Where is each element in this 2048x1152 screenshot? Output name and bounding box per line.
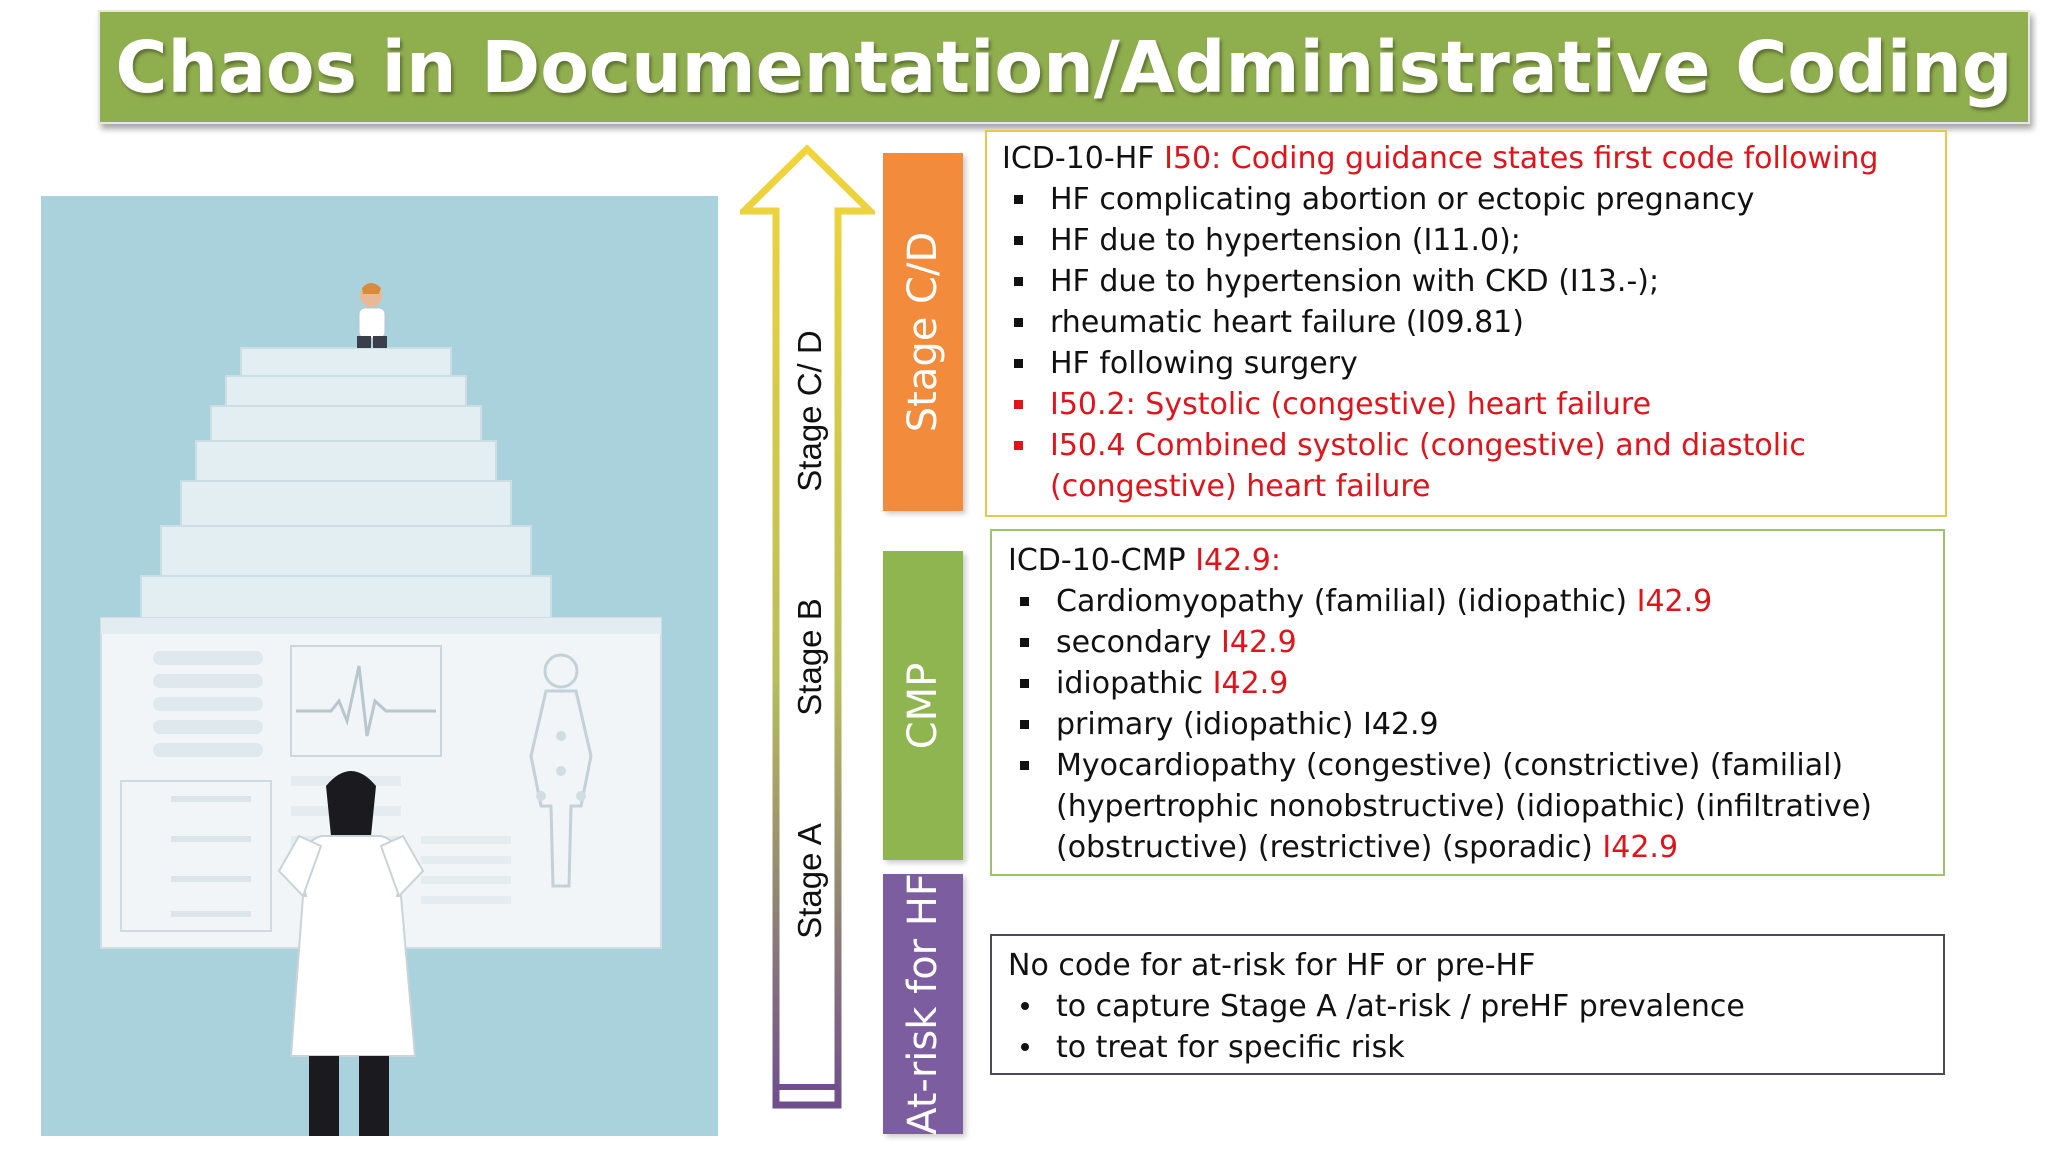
icd-hf-code: I50: Coding guidance states first code f…	[1164, 141, 1879, 176]
stage-cd-bar-label: Stage C/D	[900, 231, 946, 433]
list-item: HF following surgery	[1002, 343, 1931, 384]
page-title: Chaos in Documentation/Administrative Co…	[115, 25, 2013, 109]
list-item: secondary I42.9	[1008, 622, 1929, 663]
cmp-list: Cardiomyopathy (familial) (idiopathic) I…	[1008, 581, 1929, 868]
cmp-box-heading: ICD-10-CMP I42.9:	[1008, 540, 1929, 581]
arrow-label-stage-a: Stage A	[791, 823, 828, 939]
list-item: I50.4 Combined systolic (congestive) and…	[1002, 425, 1931, 507]
at-risk-bar-label: At-risk for HF	[900, 873, 946, 1135]
stage-cd-box: ICD-10-HF I50: Coding guidance states fi…	[985, 130, 1947, 517]
list-item: to treat for specific risk	[1008, 1027, 1929, 1068]
icd-cmp-code: I42.9:	[1195, 543, 1281, 578]
list-item: HF complicating abortion or ectopic preg…	[1002, 179, 1931, 220]
icd-cmp-label: ICD-10-CMP	[1008, 543, 1186, 578]
title-banner: Chaos in Documentation/Administrative Co…	[98, 10, 2030, 124]
cmp-bar-label: CMP	[900, 662, 946, 749]
icd-hf-label: ICD-10-HF	[1002, 141, 1155, 176]
stage-arrow	[740, 145, 875, 1109]
list-item: I50.2: Systolic (congestive) heart failu…	[1002, 384, 1931, 425]
list-item: HF due to hypertension with CKD (I13.-);	[1002, 261, 1931, 302]
at-risk-list: to capture Stage A /at-risk / preHF prev…	[1008, 986, 1929, 1068]
list-item: HF due to hypertension (I11.0);	[1002, 220, 1931, 261]
at-risk-bar: At-risk for HF	[883, 873, 963, 1135]
list-item: primary (idiopathic) I42.9	[1008, 704, 1929, 745]
stage-cd-box-heading: ICD-10-HF I50: Coding guidance states fi…	[1002, 138, 1931, 179]
list-item: rheumatic heart failure (I09.81)	[1002, 302, 1931, 343]
at-risk-box-heading: No code for at-risk for HF or pre-HF	[1008, 948, 1536, 983]
stage-cd-bar: Stage C/D	[883, 153, 963, 511]
list-item: idiopathic I42.9	[1008, 663, 1929, 704]
list-item: to capture Stage A /at-risk / preHF prev…	[1008, 986, 1929, 1027]
at-risk-box: No code for at-risk for HF or pre-HF to …	[990, 934, 1945, 1075]
cmp-box: ICD-10-CMP I42.9: Cardiomyopathy (famili…	[990, 529, 1945, 876]
arrow-label-stage-cd: Stage C/ D	[791, 330, 828, 492]
stage-cd-list: HF complicating abortion or ectopic preg…	[1002, 179, 1931, 507]
cmp-bar: CMP	[883, 551, 963, 860]
list-item: Myocardiopathy (congestive) (constrictiv…	[1008, 745, 1929, 868]
list-item: Cardiomyopathy (familial) (idiopathic) I…	[1008, 581, 1929, 622]
ehr-illustration	[41, 196, 718, 1136]
arrow-label-stage-b: Stage B	[791, 598, 828, 716]
